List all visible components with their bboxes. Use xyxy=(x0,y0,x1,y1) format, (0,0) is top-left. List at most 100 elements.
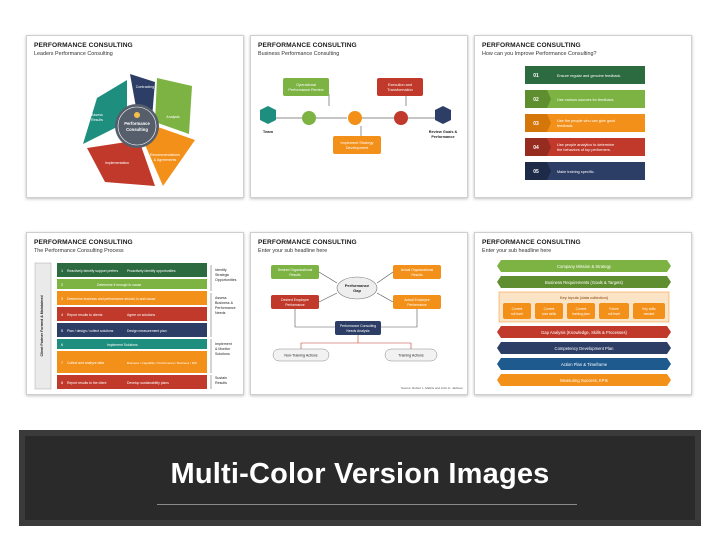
step-02 xyxy=(525,90,551,108)
svg-text:Operational: Operational xyxy=(296,83,316,87)
step-05 xyxy=(525,162,551,180)
svg-text:Proactively identify opportuni: Proactively identify opportunities xyxy=(127,269,176,273)
svg-text:needed: needed xyxy=(644,312,655,316)
slide-thumbnail-5[interactable]: PERFORMANCE CONSULTING Enter your sub he… xyxy=(250,232,468,395)
svg-text:Gap Analysis (Knowledge, Skill: Gap Analysis (Knowledge, Skills & Proces… xyxy=(541,330,627,335)
slide-title: PERFORMANCE CONSULTING xyxy=(482,42,581,49)
svg-text:Implement Strategy: Implement Strategy xyxy=(341,141,374,145)
label-implementation: Implementation xyxy=(105,161,130,165)
svg-text:training plan: training plan xyxy=(572,312,590,316)
numbered-list: 01 02 03 04 05 Ensure regular and genuin… xyxy=(525,66,645,180)
table-row xyxy=(57,307,207,321)
svg-text:Current: Current xyxy=(576,307,587,311)
svg-text:Action Plan & Timeframe: Action Plan & Timeframe xyxy=(561,362,608,367)
svg-text:Company Mission & Strategy: Company Mission & Strategy xyxy=(557,264,612,269)
svg-text:01: 01 xyxy=(533,73,539,79)
training-box xyxy=(384,348,438,362)
svg-text:core skills: core skills xyxy=(542,312,556,316)
svg-text:Make training specific.: Make training specific. xyxy=(557,170,595,174)
bar-4 xyxy=(497,326,671,338)
svg-text:Non-Training Actions: Non-Training Actions xyxy=(284,354,317,358)
table-row xyxy=(57,375,207,389)
bar-5 xyxy=(497,342,671,354)
svg-text:Performance: Performance xyxy=(285,303,305,307)
lightbulb-icon xyxy=(134,112,140,118)
slide-thumbnail-6[interactable]: PERFORMANCE CONSULTING Enter your sub he… xyxy=(474,232,692,395)
svg-text:2: 2 xyxy=(61,283,63,287)
segment-recommendations xyxy=(143,126,195,186)
svg-text:Implement: Implement xyxy=(215,342,232,346)
clipboard-icon xyxy=(302,111,316,125)
svg-text:Use various sources for feedba: Use various sources for feedback. xyxy=(557,98,614,102)
svg-text:1: 1 xyxy=(61,269,63,273)
slide-subtitle: Enter your sub headline here xyxy=(258,248,328,254)
step-01 xyxy=(525,66,551,84)
execution-box xyxy=(377,78,423,96)
center-label-1: Performance xyxy=(124,121,150,126)
svg-text:Needs: Needs xyxy=(215,311,226,315)
table-row xyxy=(57,291,207,305)
slide-thumbnail-4[interactable]: PERFORMANCE CONSULTING The Performance C… xyxy=(26,232,244,395)
svg-text:Actual Organizational: Actual Organizational xyxy=(401,268,433,272)
svg-text:Plan / design / collect soluti: Plan / design / collect solutions xyxy=(67,329,114,333)
slide-title: PERFORMANCE CONSULTING xyxy=(258,42,357,49)
svg-text:Measuring Success, KPIs: Measuring Success, KPIs xyxy=(560,378,608,383)
svg-text:8: 8 xyxy=(61,381,63,385)
svg-text:Performance: Performance xyxy=(431,135,454,139)
svg-text:Sustain: Sustain xyxy=(215,376,227,380)
slide-title: PERFORMANCE CONSULTING xyxy=(258,239,357,246)
svg-text:Design measurement plan: Design measurement plan xyxy=(127,329,167,333)
client-partner-label: Client Partner Formed & Maintained xyxy=(40,295,44,356)
slide-subtitle: Enter your sub headline here xyxy=(482,248,552,254)
needs-analysis-box xyxy=(335,321,381,335)
svg-text:Develop sustainability plans: Develop sustainability plans xyxy=(127,381,169,385)
svg-text:Agree on solutions: Agree on solutions xyxy=(127,313,155,317)
step-03 xyxy=(525,114,551,132)
svg-text:Results: Results xyxy=(215,381,227,385)
operational-review-box xyxy=(283,78,329,96)
segment-analysis xyxy=(155,78,192,134)
slide-title: PERFORMANCE CONSULTING xyxy=(34,239,133,246)
svg-text:Current: Current xyxy=(512,307,523,311)
svg-text:3: 3 xyxy=(61,297,63,301)
svg-text:Team: Team xyxy=(263,129,274,134)
svg-text:Report results to the client: Report results to the client xyxy=(67,381,106,385)
svg-text:Desired Organizational: Desired Organizational xyxy=(278,268,313,272)
svg-text:5: 5 xyxy=(61,329,63,333)
slide-thumbnail-1[interactable]: PERFORMANCE CONSULTING Leaders Performan… xyxy=(26,35,244,198)
svg-text:Needs Analysis: Needs Analysis xyxy=(346,329,369,333)
svg-text:7: 7 xyxy=(61,361,63,365)
svg-text:Opportunities: Opportunities xyxy=(215,278,237,282)
svg-text:Key Inputs (data collection): Key Inputs (data collection) xyxy=(560,295,609,300)
svg-text:Strategic: Strategic xyxy=(215,273,229,277)
desired-emp-box xyxy=(271,295,319,309)
table-row xyxy=(57,351,207,373)
svg-text:Solutions: Solutions xyxy=(215,352,230,356)
svg-text:Gap: Gap xyxy=(353,288,361,293)
svg-text:Results: Results xyxy=(411,273,423,277)
svg-text:Current: Current xyxy=(544,307,555,311)
svg-text:Actual Employee: Actual Employee xyxy=(404,298,430,302)
slide-subtitle: How can you Improve Performance Consulti… xyxy=(482,51,597,57)
slide-subtitle: Leaders Performance Consulting xyxy=(34,51,113,57)
table-row xyxy=(57,279,207,289)
label-results: Results xyxy=(91,118,103,122)
svg-text:Performance: Performance xyxy=(345,283,370,288)
svg-text:feedback.: feedback. xyxy=(557,124,573,128)
svg-text:Transformation: Transformation xyxy=(387,88,412,92)
refresh-icon xyxy=(394,111,408,125)
slide-title: PERFORMANCE CONSULTING xyxy=(482,239,581,246)
slide-thumbnail-3[interactable]: PERFORMANCE CONSULTING How can you Impro… xyxy=(474,35,692,198)
svg-text:Competency Development Plan: Competency Development Plan xyxy=(555,346,615,351)
svg-text:Collect and analyze data: Collect and analyze data xyxy=(67,361,104,365)
svg-text:Use people analytics to determ: Use people analytics to determine xyxy=(557,143,614,147)
svg-text:Assess: Assess xyxy=(215,296,227,300)
table-row xyxy=(57,263,207,277)
svg-text:Performance: Performance xyxy=(407,303,427,307)
stacked-bars: Company Mission & Strategy Business Requ… xyxy=(497,260,671,386)
step-04 xyxy=(525,138,551,156)
svg-text:Execution and: Execution and xyxy=(388,83,412,87)
bar-1 xyxy=(497,260,671,272)
svg-text:05: 05 xyxy=(533,169,539,175)
slide-thumbnail-2[interactable]: PERFORMANCE CONSULTING Business Performa… xyxy=(250,35,468,198)
